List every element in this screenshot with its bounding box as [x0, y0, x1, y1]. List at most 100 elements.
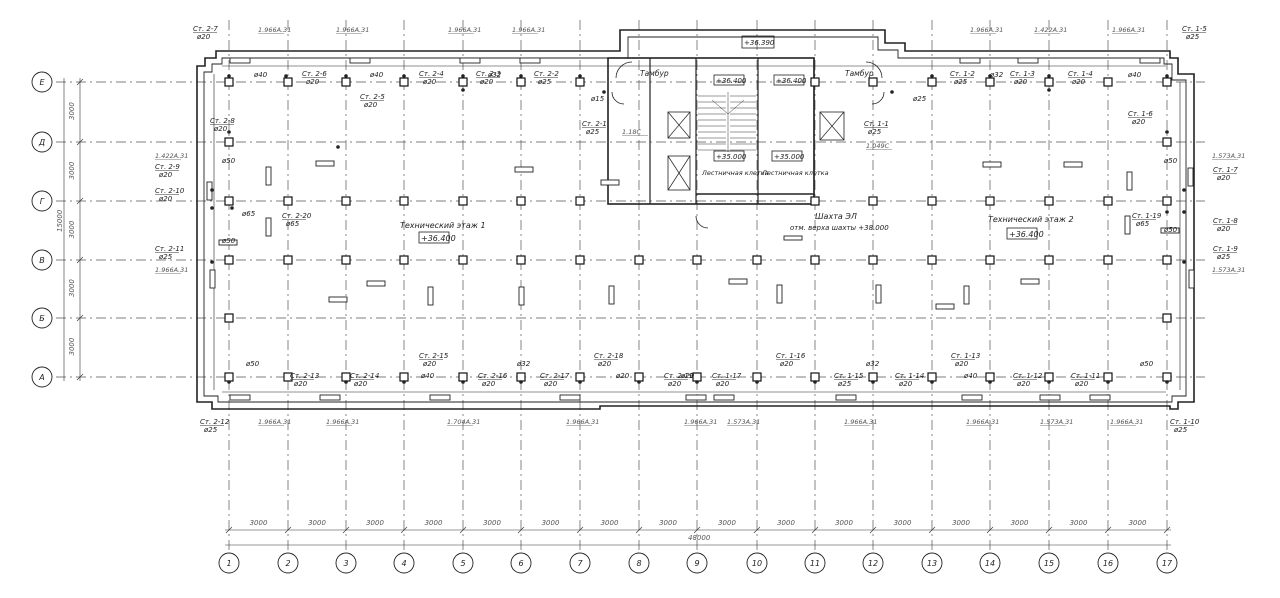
- radiator-label: 1.966А.31: [512, 26, 545, 34]
- column: [1162, 77, 1172, 87]
- column: [985, 255, 995, 265]
- riser-marker: [890, 90, 894, 94]
- column: [224, 313, 234, 323]
- axis-bubble-col: [277, 552, 299, 574]
- radiator-label: 1.573А.31: [1212, 152, 1245, 160]
- radiator-top: [1017, 57, 1039, 64]
- dim-tick: [76, 373, 84, 381]
- radiator-label: 1.18С: [622, 128, 641, 136]
- column: [575, 372, 585, 382]
- axis-label-col: 1: [226, 559, 231, 568]
- radiator-label: 1.422А.31: [155, 152, 188, 160]
- riser-diameter: ø20: [898, 380, 913, 388]
- pipe-diameter-label: ø20: [615, 372, 630, 380]
- riser-id: Ст. 1-4: [1068, 70, 1093, 78]
- pipe-diameter-label: ø32: [516, 360, 531, 368]
- axis-bubble-col: [452, 552, 474, 574]
- riser-id: Ст. 2-4: [419, 70, 444, 78]
- dim-bay-x: 3000: [308, 519, 326, 527]
- riser-id: Ст. 1-5: [1182, 25, 1207, 33]
- riser-diameter: ø20: [1016, 380, 1031, 388]
- axis-bubble-col: [804, 552, 826, 574]
- pipe-diameter-label: ø32: [487, 71, 502, 79]
- room-tambur-right: Тамбур: [845, 69, 874, 78]
- column: [399, 255, 409, 265]
- riser-diameter: ø20: [481, 380, 496, 388]
- duct-vertical: [776, 284, 783, 304]
- riser-diameter: ø20: [715, 380, 730, 388]
- room-tech1: Технический этаж 1: [400, 221, 486, 230]
- radiator-bottom: [713, 394, 735, 401]
- riser-diameter: ø25: [1216, 253, 1231, 261]
- riser-marker: [230, 206, 234, 210]
- axis-bubble-row: [31, 249, 53, 271]
- riser-marker: [930, 380, 934, 384]
- column: [399, 196, 409, 206]
- radiator-label: 1.049С: [866, 142, 890, 150]
- dim-bay-x: 3000: [1129, 519, 1147, 527]
- level-core-left: +36.400: [716, 77, 747, 85]
- pipe-diameter-label: ø32: [865, 360, 880, 368]
- radiator-bottom: [559, 394, 581, 401]
- dim-tick: [225, 526, 233, 534]
- column: [575, 255, 585, 265]
- riser-marker: [519, 74, 523, 78]
- riser-id: Ст. 1-15: [834, 372, 864, 380]
- duct-vertical: [963, 285, 970, 305]
- riser-id: Ст. 1-9: [1213, 245, 1238, 253]
- level-stair-right: +35.000: [774, 153, 805, 161]
- riser-marker: [578, 74, 582, 78]
- axis-label-col: 7: [577, 559, 583, 568]
- riser-diameter: ø20: [196, 33, 211, 41]
- riser-marker: [1165, 380, 1169, 384]
- riser-marker: [461, 74, 465, 78]
- column: [283, 77, 293, 87]
- column: [283, 372, 293, 382]
- axis-bubble-col: [569, 552, 591, 574]
- riser-diameter: ø20: [363, 101, 378, 109]
- riser-marker: [210, 188, 214, 192]
- labels: Технический этаж 1 +36.400 Технический э…: [56, 39, 1074, 542]
- pipe-diameter-label: ø50: [1139, 360, 1154, 368]
- radiator-label: 1.573А.31: [727, 418, 760, 426]
- axis-label-row: Г: [40, 197, 45, 206]
- riser-diameter: ø25: [158, 253, 173, 261]
- building-outline: [196, 29, 1195, 410]
- dim-tick: [459, 526, 467, 534]
- riser-diameter: ø20: [1216, 225, 1231, 233]
- room-stair-left: Лестничная клетка: [701, 169, 769, 177]
- radiator-bottom: [1089, 394, 1111, 401]
- ducts: [206, 57, 1195, 401]
- pipe-diameter-label: ø40: [420, 372, 435, 380]
- riser-marker: [1047, 74, 1051, 78]
- riser-diameter: ø25: [537, 78, 552, 86]
- riser-id: Ст. 1-16: [776, 352, 806, 360]
- dim-bay-x: 3000: [542, 519, 560, 527]
- dim-tick: [76, 314, 84, 322]
- riser-diameter: ø20: [1074, 380, 1089, 388]
- dim-tick: [693, 526, 701, 534]
- radiator-label: 1.966А.31: [155, 266, 188, 274]
- column: [516, 372, 526, 382]
- radiator-bottom: [319, 394, 341, 401]
- column: [458, 196, 468, 206]
- axis-label-col: 14: [985, 559, 995, 568]
- pipe-diameter-label: ø50: [1163, 157, 1178, 165]
- axis-label-row: А: [38, 373, 44, 382]
- riser-id: Ст. 2-9: [155, 163, 180, 171]
- dim-bay-x: 3000: [718, 519, 736, 527]
- riser-marker: [402, 74, 406, 78]
- riser-marker: [402, 380, 406, 384]
- radiator-label: 1.966А.31: [336, 26, 369, 34]
- riser-diameter: ø25: [585, 128, 600, 136]
- dim-bay-x: 3000: [250, 519, 268, 527]
- riser-marker: [344, 380, 348, 384]
- radiator-label: 1.966А.31: [966, 418, 999, 426]
- room-tech2: Технический этаж 2: [988, 215, 1074, 224]
- axis-label-row: В: [39, 256, 45, 265]
- duct-horizontal: [1020, 278, 1040, 285]
- axis-label-col: 4: [401, 559, 406, 568]
- riser-id: Ст. 2-14: [350, 372, 379, 380]
- riser-marker: [637, 380, 641, 384]
- duct-horizontal: [1063, 161, 1083, 168]
